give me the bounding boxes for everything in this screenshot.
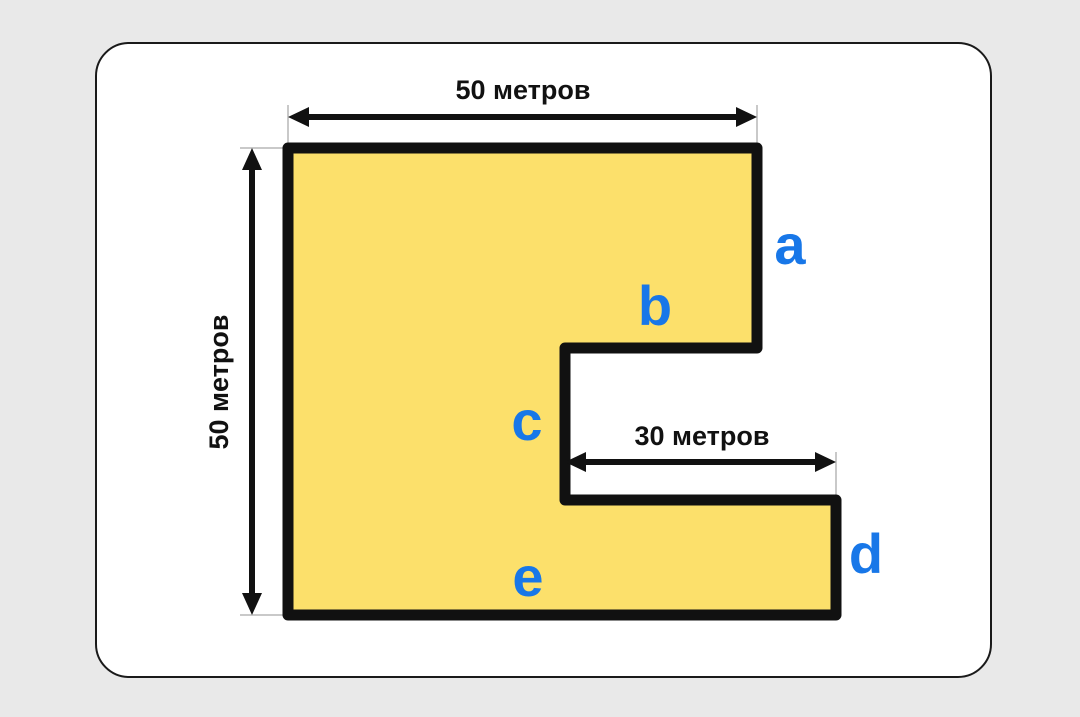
dimension-notch-width: 30 метров (565, 421, 836, 472)
dimension-label-notch: 30 метров (635, 421, 770, 451)
dimension-left-height: 50 метров (204, 148, 262, 615)
dimension-label-top: 50 метров (456, 75, 591, 105)
arrowhead-down-icon (242, 593, 262, 615)
side-label-e: e (512, 545, 543, 608)
dimension-top-width: 50 метров (288, 75, 757, 127)
side-label-d: d (849, 522, 883, 585)
c-shape-polygon (282, 142, 842, 621)
side-label-c: c (511, 389, 542, 452)
arrowhead-notch-left-icon (565, 452, 586, 472)
arrowhead-up-icon (242, 148, 262, 170)
arrowhead-left-icon (288, 107, 309, 127)
side-label-a: a (774, 213, 806, 276)
arrowhead-right-icon (736, 107, 757, 127)
side-label-b: b (638, 274, 672, 337)
arrowhead-notch-right-icon (815, 452, 836, 472)
dimension-label-left: 50 метров (204, 315, 234, 450)
